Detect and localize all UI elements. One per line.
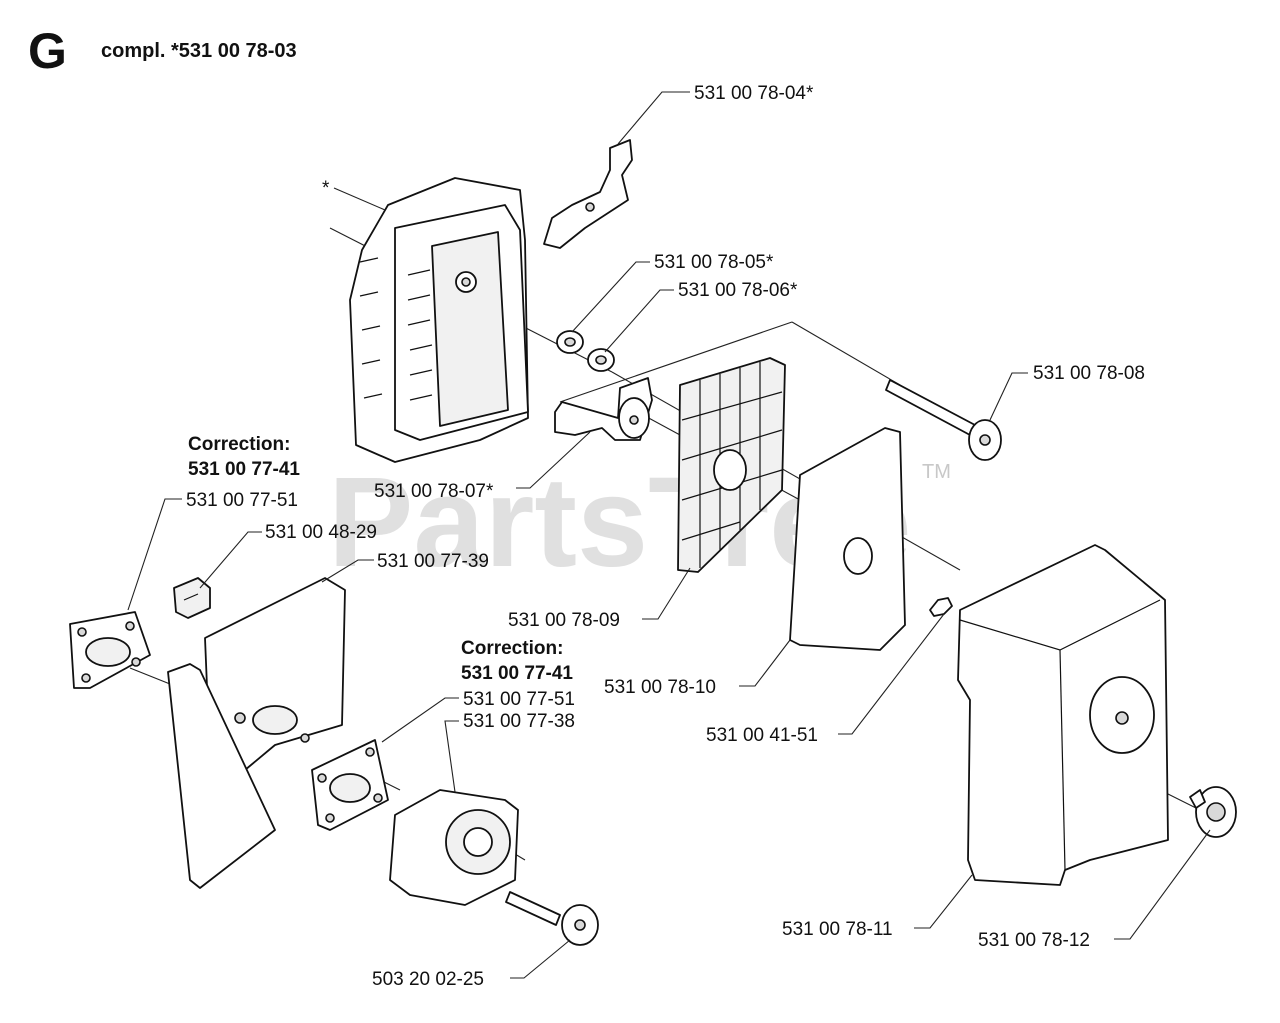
plate-part-7739 [204,577,346,779]
page-title: compl. *531 00 78-03 [101,40,297,62]
label-531-00-78-10: 531 00 78-10 [604,677,716,698]
correction-2-heading: Correction: [461,638,563,659]
filter-cover-part-7811 [957,544,1169,886]
screw-part-0225 [505,891,599,946]
bracket-part-7807 [554,377,653,441]
label-531-00-78-06: 531 00 78-06* [678,280,798,301]
label-531-00-77-51-center: 531 00 77-51 [463,689,575,710]
label-star-housing: * [322,178,330,199]
bracket-part-7804 [543,139,633,249]
label-531-00-78-12: 531 00 78-12 [978,930,1090,951]
label-531-00-48-29: 531 00 48-29 [265,522,377,543]
watermark-trademark: TM [922,461,951,483]
label-503-20-02-25: 503 20 02-25 [372,969,484,990]
adapter-part-7738 [389,789,519,906]
washer-part-7805 [556,330,584,354]
label-531-00-78-07: 531 00 78-07* [374,481,494,502]
housing-fins [359,257,433,401]
foam-filter-part-7810 [789,427,906,651]
filter-screen-part-7809 [677,357,786,573]
correction-1-value: 531 00 77-41 [188,459,300,480]
washer-part-7806 [587,348,615,372]
plug-part-4829 [173,577,211,619]
label-531-00-78-11: 531 00 78-11 [782,919,893,940]
label-531-00-77-39: 531 00 77-39 [377,551,489,572]
screw-part-7808 [885,379,1002,461]
label-531-00-78-05: 531 00 78-05* [654,252,774,273]
correction-2-value: 531 00 77-41 [461,663,573,684]
section-letter: G [28,23,67,79]
leader-lines [127,91,1211,979]
label-531-00-77-38: 531 00 77-38 [463,711,575,732]
label-531-00-41-51: 531 00 41-51 [706,725,818,746]
knob-part-7812 [1189,786,1237,838]
correction-1-heading: Correction: [188,434,290,455]
gasket-part-7751-left [69,611,151,689]
label-531-00-78-08: 531 00 78-08 [1033,363,1145,384]
label-531-00-78-04: 531 00 78-04* [694,83,814,104]
clip-part-4151 [929,597,953,617]
label-531-00-78-09: 531 00 78-09 [508,610,620,631]
filter-housing [349,177,529,463]
label-531-00-77-51-left: 531 00 77-51 [186,490,298,511]
guide-plate [167,663,276,889]
gasket-part-7751-center [311,739,389,831]
